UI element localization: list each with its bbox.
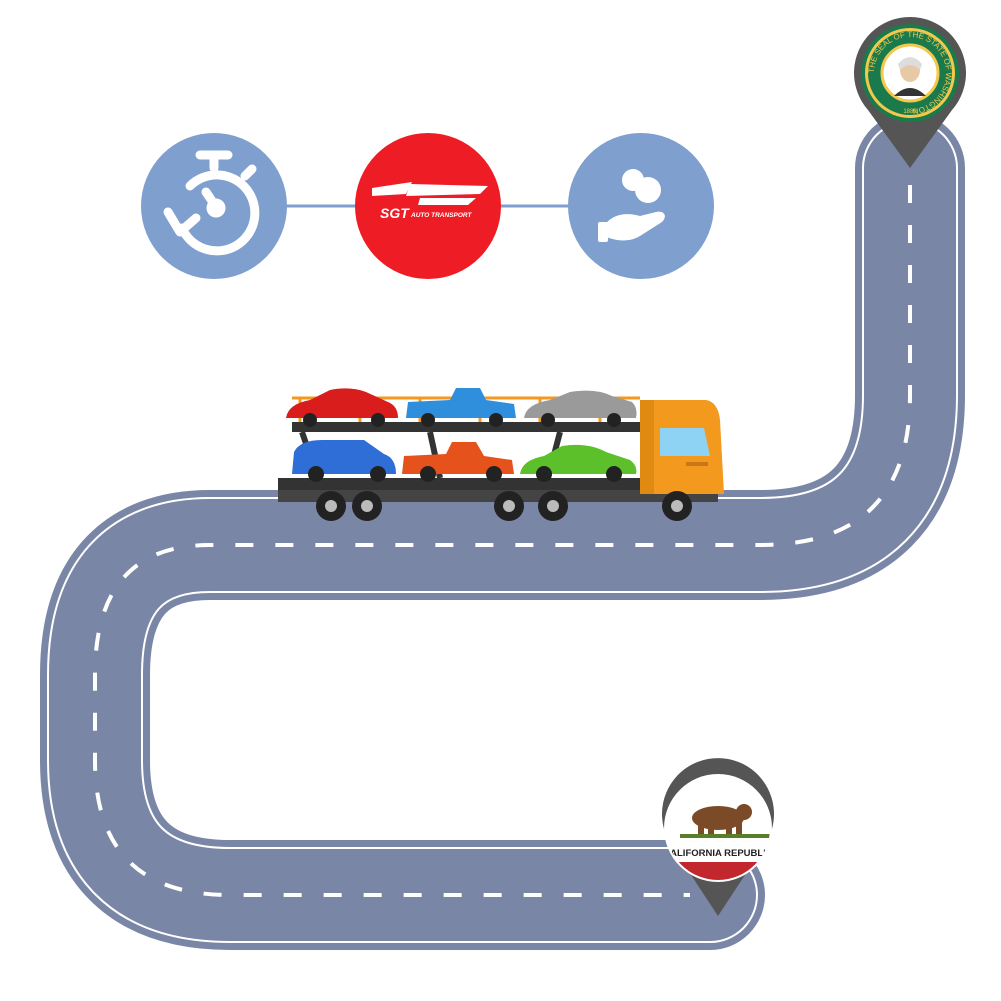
brand-logo-badge: SGT AUTO TRANSPORT: [355, 133, 501, 279]
car-red-coupe: [286, 388, 398, 427]
stopwatch-badge: [141, 133, 287, 279]
wing-logo-icon: [372, 182, 488, 205]
stopwatch-icon: [163, 150, 260, 256]
car-green-coupe: [520, 444, 637, 482]
flag-text: CALIFORNIA REPUBLIC: [663, 848, 773, 859]
portrait-icon: [894, 57, 926, 96]
destination-pin: THE SEAL OF THE STATE OF WASHINGTON 1889: [854, 16, 966, 169]
savings-badge: [568, 133, 714, 279]
car-silver-sedan: [524, 390, 637, 427]
bear-icon: [692, 804, 752, 834]
california-flag: CALIFORNIA REPUBLIC: [663, 776, 773, 880]
road: [40, 113, 965, 950]
car-orange-pickup: [402, 442, 514, 482]
road-center-dashes: [93, 185, 912, 897]
brand-tagline: AUTO TRANSPORT: [410, 212, 472, 219]
car-blue-pickup: [406, 388, 516, 427]
seal-year: 1889: [903, 109, 917, 115]
car-blue-suv: [292, 440, 396, 482]
trailer-bottom-deck: [278, 478, 640, 490]
hand-coin-icon: [598, 169, 665, 242]
trailer-top-deck: [292, 422, 640, 432]
brand-name: SGT: [380, 205, 410, 221]
truck-wheels: [316, 491, 692, 521]
car-carrier-truck: [278, 388, 724, 521]
feature-icons: SGT AUTO TRANSPORT: [141, 133, 714, 279]
truck-cab: [640, 400, 724, 494]
origin-pin: CALIFORNIA REPUBLIC: [662, 758, 774, 916]
